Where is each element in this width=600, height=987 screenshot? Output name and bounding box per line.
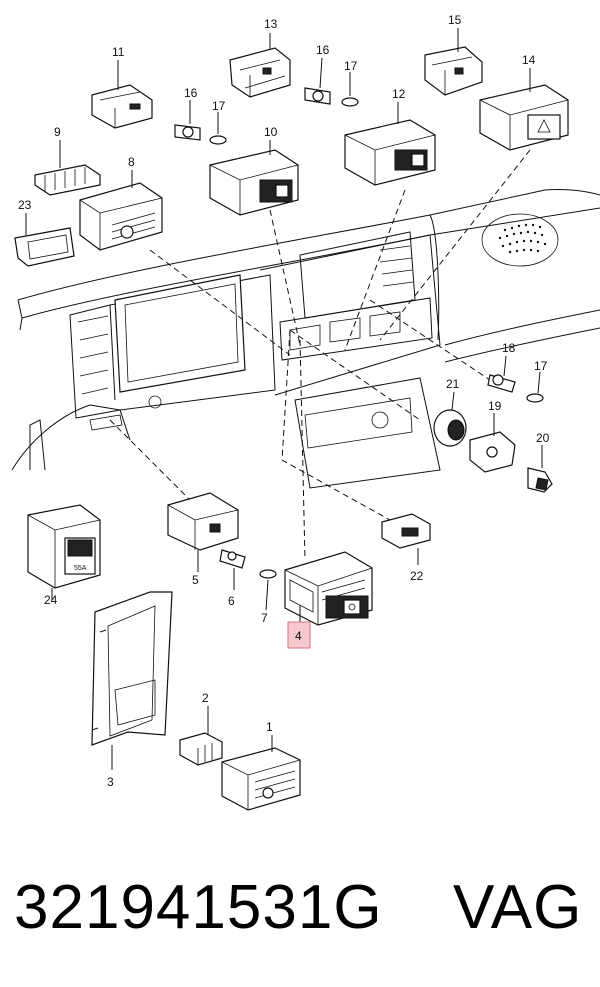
callout-23: 23 — [18, 198, 32, 212]
part-16-bulb-holder-left: 16 — [174, 86, 201, 141]
callout-22: 22 — [410, 569, 424, 583]
part-number-label: 321941531G — [14, 873, 383, 942]
callout-2: 2 — [202, 691, 209, 705]
part-17-bulb-left: 17 — [209, 99, 227, 145]
part-20-knob: 20 — [527, 431, 553, 493]
callout-8: 8 — [128, 155, 135, 169]
part-13-connector: 13 — [229, 17, 291, 98]
part-7-bulb: 7 — [259, 569, 277, 625]
callout-5: 5 — [192, 573, 199, 587]
part-1-dimmer-module: 1 — [221, 720, 301, 811]
dashboard-outline — [11, 189, 600, 489]
part-21-knob: 21 — [433, 377, 467, 447]
callout-17-right: 17 — [534, 359, 548, 373]
callout-4: 4 — [295, 629, 302, 643]
part-11-connector: 11 — [91, 45, 153, 129]
callout-12: 12 — [392, 87, 406, 101]
part-8-instrument-module: 8 — [79, 155, 163, 251]
callout-10: 10 — [264, 125, 278, 139]
part-10-switch: 10 — [209, 125, 299, 216]
part-19-switch-body: 19 — [469, 399, 516, 473]
part-17-bulb-top: 17 — [341, 59, 359, 107]
callout-6: 6 — [228, 594, 235, 608]
part-17-bulb-right: 17 — [526, 359, 548, 403]
callout-13: 13 — [264, 17, 278, 31]
parts-diagram: 13 11 15 16 17 16 17 — [11, 13, 600, 811]
callout-14: 14 — [522, 53, 536, 67]
callout-18: 18 — [502, 341, 516, 355]
callout-24: 24 — [44, 593, 58, 607]
part-12-switch: 12 — [344, 87, 436, 186]
callout-3: 3 — [107, 775, 114, 789]
callout-20: 20 — [536, 431, 550, 445]
part-6-bulb-holder: 6 — [219, 549, 246, 608]
callout-16-left: 16 — [184, 86, 198, 100]
part-15-connector: 15 — [424, 13, 483, 96]
callout-4-highlight: 4 — [287, 621, 311, 649]
callout-11: 11 — [112, 45, 125, 59]
callout-19: 19 — [488, 399, 502, 413]
callout-1: 1 — [266, 720, 273, 734]
callout-17-left: 17 — [212, 99, 226, 113]
brand-label: VAG — [453, 873, 583, 942]
callout-7: 7 — [261, 611, 268, 625]
leader-lines — [109, 149, 531, 561]
callout-9: 9 — [54, 125, 61, 139]
callout-16-top: 16 — [316, 43, 330, 57]
part-14-hazard-switch: 14 — [479, 53, 569, 151]
part-22-connector: 22 — [381, 513, 431, 583]
callout-15: 15 — [448, 13, 462, 27]
callout-17-top: 17 — [344, 59, 358, 73]
part-4-light-switch — [284, 551, 373, 626]
part-18-bulb-holder: 18 — [487, 341, 516, 393]
part-9-connector-strip: 9 — [34, 125, 101, 196]
part-24-switch: 55A 24 — [27, 504, 101, 607]
part-2-connector: 2 — [179, 691, 223, 766]
part-23-lens-panel: 23 — [14, 198, 75, 267]
part-3-trim-panel: 3 — [91, 591, 173, 789]
part-5-connector: 5 — [167, 492, 239, 587]
part-24-label: 55A — [74, 565, 87, 572]
part-16-bulb-holder-top: 16 — [304, 43, 331, 105]
callout-21: 21 — [446, 377, 460, 391]
